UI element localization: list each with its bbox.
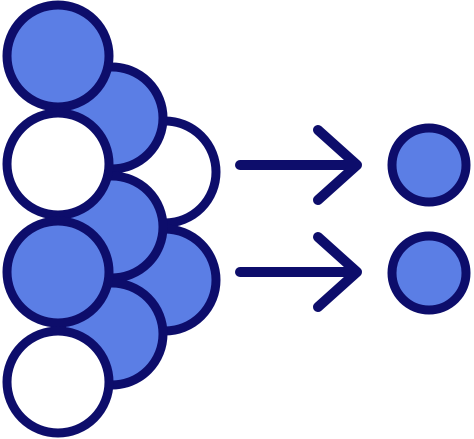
cluster-node bbox=[2, 216, 114, 328]
output-node bbox=[387, 123, 471, 207]
arrow-icon bbox=[235, 232, 362, 312]
cluster-node bbox=[2, 326, 114, 438]
cluster-node bbox=[2, 0, 114, 112]
cluster-node bbox=[2, 108, 114, 220]
arrow-icon bbox=[235, 125, 362, 205]
output-node bbox=[387, 231, 471, 315]
